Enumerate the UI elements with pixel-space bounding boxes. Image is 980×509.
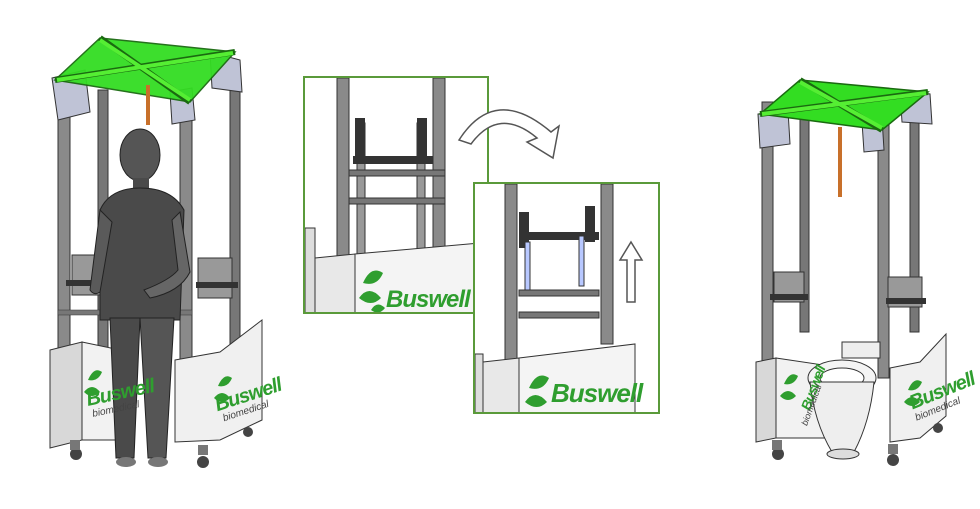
right-frame-with-toilet [755, 77, 947, 466]
brand-logo-inset-1: Buswell [386, 286, 471, 313]
mannequin [89, 128, 191, 467]
lowered-lift-drawing [305, 78, 487, 312]
up-arrow-icon [618, 240, 644, 303]
curved-arrow-icon [457, 109, 561, 160]
detail-inset-raised [473, 182, 660, 414]
toilet [807, 341, 881, 460]
detail-inset-lowered [303, 76, 489, 314]
left-frame-with-mannequin [49, 35, 263, 468]
raised-lift-drawing [475, 184, 636, 412]
brand-logo-inset-2: Buswell [551, 378, 643, 408]
